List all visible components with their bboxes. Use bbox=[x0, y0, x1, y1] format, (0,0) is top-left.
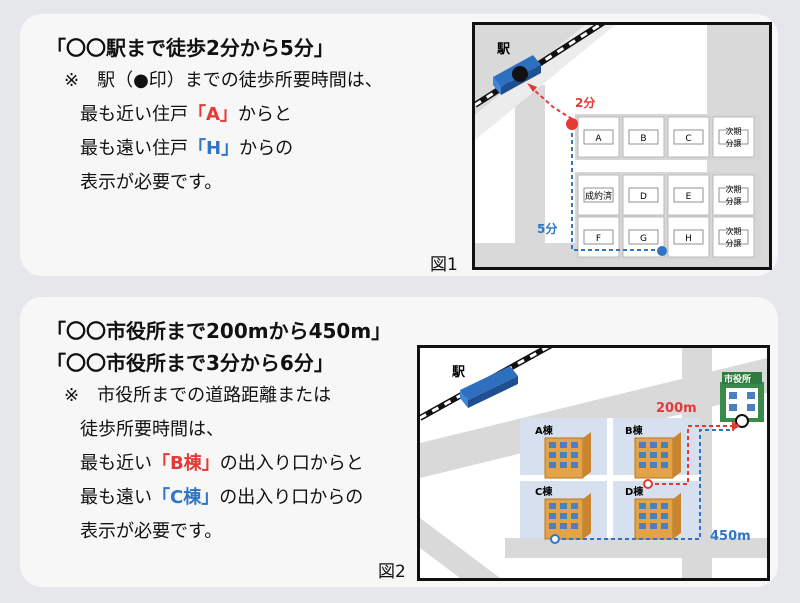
figure2-svg: 駅 A棟 B棟 C棟 D棟 市役所 200m bbox=[420, 348, 767, 578]
building-label: D棟 bbox=[625, 485, 644, 498]
road-bottom bbox=[505, 538, 767, 558]
station-label: 駅 bbox=[496, 42, 511, 57]
line2-text-a: 最も近い住戸 bbox=[80, 104, 188, 125]
panel2-line5: 表示が必要です。 bbox=[80, 521, 223, 542]
dist-far-label: 450m bbox=[710, 529, 751, 544]
entrance-c bbox=[550, 534, 560, 544]
start-a-dot bbox=[566, 118, 578, 130]
entrance-b bbox=[643, 479, 653, 489]
road-left bbox=[515, 85, 545, 267]
panel1-line4: 表示が必要です。 bbox=[80, 172, 223, 193]
lot-label: G bbox=[640, 234, 647, 244]
buildings-group: A棟 B棟 C棟 D棟 bbox=[535, 424, 681, 540]
lot-label: A bbox=[595, 134, 602, 144]
building-1: B棟 bbox=[625, 424, 681, 479]
building-0: A棟 bbox=[535, 424, 591, 479]
line3-text-b: からの bbox=[239, 138, 294, 159]
building-label: C棟 bbox=[535, 485, 553, 498]
building-2: C棟 bbox=[535, 485, 591, 540]
route-near bbox=[648, 425, 732, 485]
panel2-line3: 最も近い「B棟」の出入り口からと bbox=[80, 449, 364, 475]
figure2-label: 図2 bbox=[378, 562, 406, 582]
panel1-note: ※ 駅（●印）までの徒歩所要時間は、 bbox=[64, 70, 383, 91]
panel2-heading1: 「〇〇市役所まで200mから450m」 bbox=[46, 319, 392, 343]
figure2-map: 駅 A棟 B棟 C棟 D棟 市役所 200m bbox=[417, 345, 770, 581]
city-hall-entrance bbox=[735, 414, 749, 428]
panel1-line2: 最も近い住戸「A」からと bbox=[80, 100, 292, 126]
route-near bbox=[532, 88, 573, 120]
lot-label: H bbox=[685, 234, 692, 244]
panel2-heading2: 「〇〇市役所まで3分から6分」 bbox=[46, 351, 334, 375]
unit-a-mark: 「A」 bbox=[188, 104, 238, 125]
time-near-label: 2分 bbox=[575, 95, 595, 110]
start-h-dot bbox=[657, 246, 667, 256]
figure1-label: 図1 bbox=[430, 255, 458, 275]
station-building bbox=[460, 366, 518, 408]
lot-label: B bbox=[640, 134, 646, 144]
building-b-mark: 「B棟」 bbox=[152, 453, 220, 474]
station-dot bbox=[512, 66, 528, 82]
lot-label: C bbox=[685, 134, 691, 144]
time-far-label: 5分 bbox=[537, 221, 557, 236]
line3-text-b: の出入り口からと bbox=[219, 453, 364, 474]
city-hall-label: 市役所 bbox=[724, 373, 751, 385]
line2-text-b: からと bbox=[237, 104, 292, 125]
panel1-heading: 「〇〇駅まで徒歩2分から5分」 bbox=[46, 36, 334, 60]
line3-text-a: 最も遠い住戸 bbox=[80, 138, 188, 159]
line3-text-a: 最も近い bbox=[80, 453, 152, 474]
panel-city-hall: 「〇〇市役所まで200mから450m」 「〇〇市役所まで3分から6分」 ※ 市役… bbox=[20, 297, 778, 587]
lot-label: E bbox=[686, 192, 692, 202]
unit-h-mark: 「H」 bbox=[188, 138, 240, 159]
lot-label: 分譲 bbox=[726, 138, 742, 148]
building-label: A棟 bbox=[535, 424, 554, 437]
lot-label: 成約済 bbox=[585, 190, 612, 202]
panel1-line3: 最も遠い住戸「H」からの bbox=[80, 134, 293, 160]
panel-station: 「〇〇駅まで徒歩2分から5分」 ※ 駅（●印）までの徒歩所要時間は、 最も近い住… bbox=[20, 14, 778, 276]
station-label: 駅 bbox=[451, 365, 466, 380]
lot-label: 次期 bbox=[726, 226, 742, 236]
line4-text-a: 最も遠い bbox=[80, 487, 152, 508]
lot-label: 分譲 bbox=[726, 196, 742, 206]
line4-text-b: の出入り口からの bbox=[219, 487, 364, 508]
route-far bbox=[571, 125, 662, 251]
lot-label: D bbox=[640, 192, 647, 202]
lot-label: 次期 bbox=[726, 126, 742, 136]
lot-label: 分譲 bbox=[726, 238, 742, 248]
building-c-mark: 「C棟」 bbox=[152, 487, 220, 508]
lot-label: F bbox=[596, 234, 601, 244]
panel2-line4: 最も遠い「C棟」の出入り口からの bbox=[80, 483, 363, 509]
route-far bbox=[555, 429, 734, 540]
panel2-note: ※ 市役所までの道路距離または bbox=[64, 385, 332, 406]
dist-near-label: 200m bbox=[656, 401, 697, 416]
building-label: B棟 bbox=[625, 424, 644, 437]
lot-label: 次期 bbox=[726, 184, 742, 194]
panel2-line2: 徒歩所要時間は、 bbox=[80, 419, 224, 440]
building-3: D棟 bbox=[625, 485, 681, 540]
